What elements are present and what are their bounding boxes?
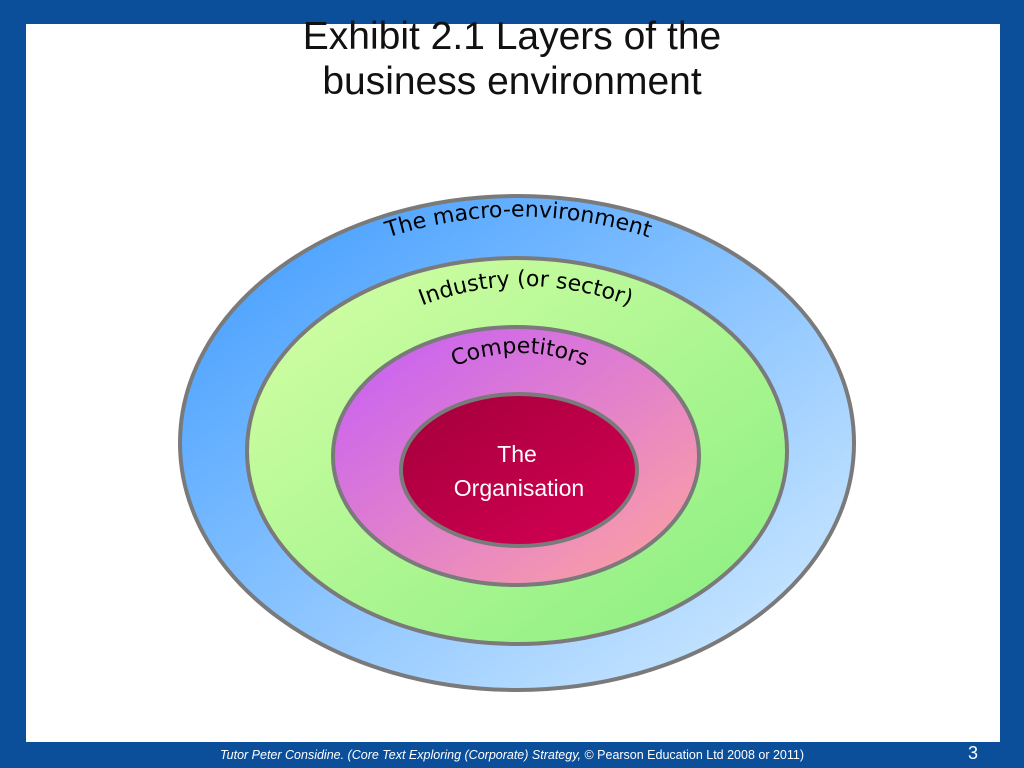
footer-credit: Tutor Peter Considine. (Core Text Explor… [0, 747, 1024, 763]
title-line-1: Exhibit 2.1 Layers of the [302, 15, 722, 58]
page-number: 3 [968, 743, 979, 763]
organisation-layer [399, 392, 639, 548]
page-title: Exhibit 2.1 Layers of the business envir… [0, 14, 1024, 104]
organisation-label-line-2: Organisation [454, 475, 584, 501]
footer-credit-plain: © Pearson Education Ltd 2008 or 2011) [581, 748, 805, 762]
footer-credit-italic: Tutor Peter Considine. (Core Text Explor… [219, 748, 581, 762]
organisation-label-line-1: The [497, 441, 537, 467]
title-line-2: business environment [322, 60, 702, 103]
